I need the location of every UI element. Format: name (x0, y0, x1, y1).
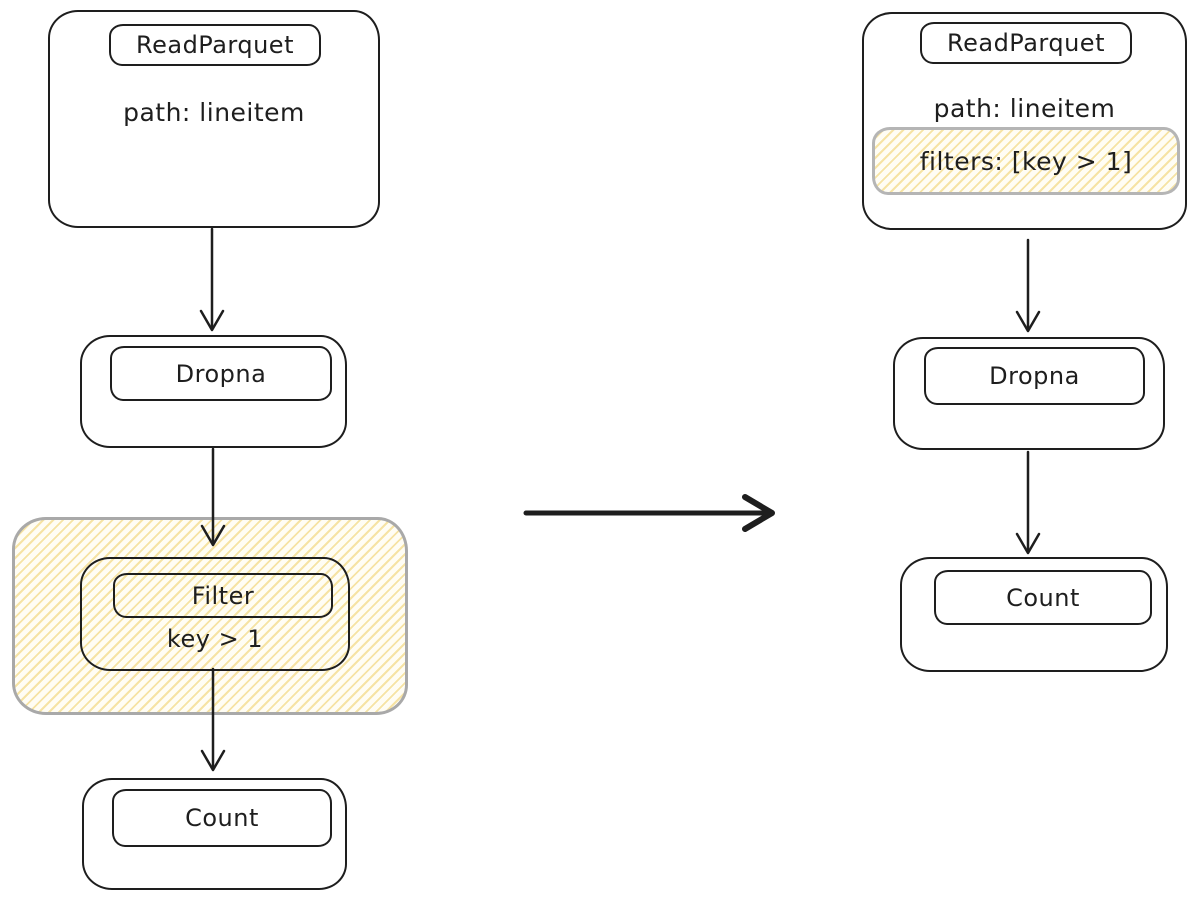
edge-right-dropna-count (1015, 450, 1041, 555)
edge-left-readparquet-dropna (199, 227, 225, 332)
left-dropna-label: Dropna (175, 359, 267, 388)
right-count-node: Count (900, 557, 1168, 672)
right-count-label: Count (1006, 583, 1080, 612)
left-filter-node: Filter key > 1 (80, 557, 350, 671)
right-readparquet-filters-badge: filters: [key > 1] (872, 127, 1180, 195)
right-count-title-box: Count (934, 570, 1152, 625)
right-readparquet-node: ReadParquet path: lineitem filters: [key… (862, 12, 1187, 230)
edge-right-readparquet-dropna (1015, 238, 1041, 333)
left-dropna-title-box: Dropna (110, 346, 332, 401)
right-dropna-node: Dropna (893, 337, 1165, 450)
left-readparquet-title-box: ReadParquet (109, 24, 321, 66)
left-filter-label: Filter (191, 581, 255, 610)
right-readparquet-path-text: path: lineitem (933, 94, 1116, 123)
filter-highlight-group: Filter key > 1 (12, 517, 408, 715)
left-readparquet-label: ReadParquet (136, 31, 294, 59)
right-dropna-title-box: Dropna (924, 347, 1145, 405)
right-dropna-label: Dropna (989, 362, 1080, 390)
left-readparquet-node: ReadParquet path: lineitem (48, 10, 380, 228)
left-count-title-box: Count (112, 789, 332, 847)
left-readparquet-path-text: path: lineitem (123, 98, 305, 127)
right-readparquet-title-box: ReadParquet (920, 22, 1132, 64)
left-count-node: Count (82, 778, 347, 890)
transform-arrow (523, 494, 775, 532)
right-readparquet-label: ReadParquet (947, 29, 1105, 57)
left-filter-title-box: Filter (113, 573, 333, 618)
left-dropna-node: Dropna (80, 335, 347, 448)
left-filter-predicate-text: key > 1 (166, 625, 264, 653)
left-count-label: Count (185, 804, 259, 832)
